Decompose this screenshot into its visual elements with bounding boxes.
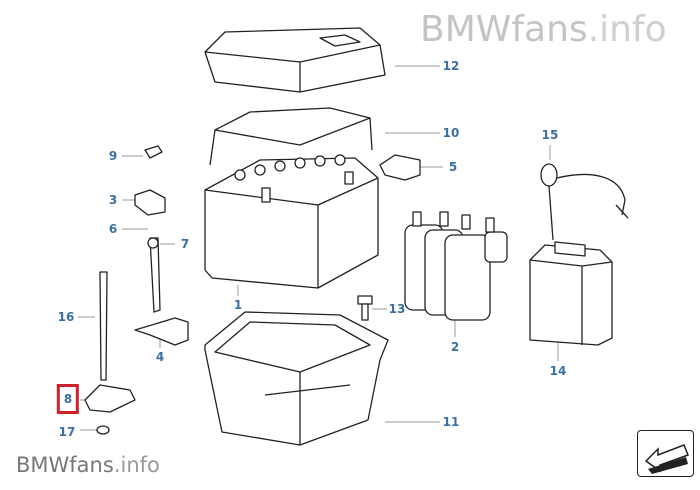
part-4-holder: [134, 317, 189, 346]
part-14-canister: [529, 241, 613, 346]
part-12-cover: [204, 27, 386, 93]
callout-15[interactable]: 15: [541, 128, 559, 142]
callout-11[interactable]: 11: [442, 415, 460, 429]
watermark-top: BMWfans.info: [420, 9, 667, 50]
callout-1[interactable]: 1: [233, 298, 243, 312]
back-navigation-button[interactable]: [637, 430, 694, 477]
part-2-bottles: [404, 211, 508, 321]
part-5-bracket: [379, 154, 421, 181]
part-7-rod: [149, 237, 161, 313]
part-8-plate: [84, 384, 136, 413]
callout-6[interactable]: 6: [108, 222, 118, 236]
part-16-bolt: [99, 271, 108, 381]
callout-9[interactable]: 9: [108, 149, 118, 163]
callout-2[interactable]: 2: [450, 340, 460, 354]
callout-8-highlighted[interactable]: 8: [56, 384, 80, 414]
part-13-bolt: [357, 295, 373, 321]
callout-5[interactable]: 5: [448, 160, 458, 174]
leader-lines: [78, 65, 559, 431]
part-3-clamp: [134, 189, 166, 216]
callout-4[interactable]: 4: [155, 350, 165, 364]
callout-7[interactable]: 7: [180, 237, 190, 251]
callout-10[interactable]: 10: [442, 126, 460, 140]
callout-17[interactable]: 17: [58, 425, 76, 439]
part-17-washer: [96, 425, 110, 435]
callout-12[interactable]: 12: [442, 59, 460, 73]
part-6-nut: [147, 237, 159, 249]
callout-16[interactable]: 16: [57, 310, 75, 324]
part-9-screw: [144, 145, 163, 159]
arrow-back-icon: [644, 444, 689, 474]
callout-14[interactable]: 14: [549, 364, 567, 378]
callout-13[interactable]: 13: [388, 302, 406, 316]
callout-3[interactable]: 3: [108, 193, 118, 207]
part-10-frame: [209, 107, 373, 166]
part-11-tray: [204, 311, 389, 446]
part-1-battery: [204, 154, 379, 289]
part-15-hydrometer: [540, 163, 629, 241]
watermark-bottom: BMWfans.info: [16, 453, 160, 477]
